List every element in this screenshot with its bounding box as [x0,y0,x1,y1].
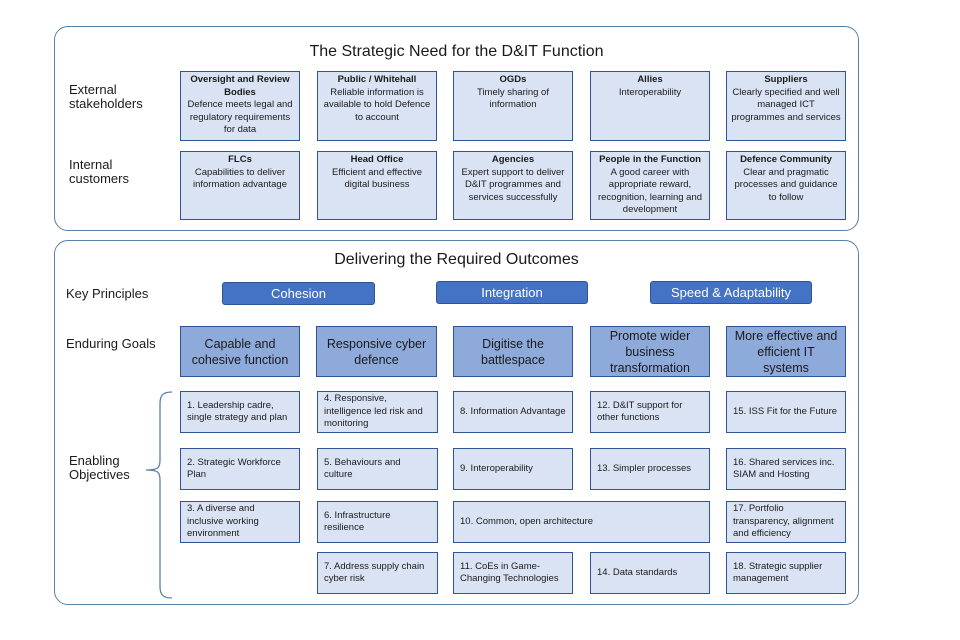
objective-1: 1. Leadership cadre, single strategy and… [180,391,300,433]
stakeholder-title: Allies [637,74,663,85]
customer-text: Clear and pragmatic processes and guidan… [734,166,838,203]
objective-18: 18. Strategic supplier management [726,552,846,594]
stakeholder-title: Oversight and Review Bodies [190,74,290,98]
customer-text: Capabilities to deliver information adva… [192,166,287,191]
objective-4: 4. Responsive, intelligence led risk and… [317,391,438,433]
customer-title: Defence Community [740,154,832,165]
customer-head-office: Head Office Efficient and effective digi… [317,151,437,220]
objective-15: 15. ISS Fit for the Future [726,391,846,433]
objective-16: 16. Shared services inc. SIAM and Hostin… [726,448,846,490]
objective-17: 17. Portfolio transparency, alignment an… [726,501,846,543]
customer-text: Expert support to deliver D&IT programme… [461,166,565,203]
objective-14: 14. Data standards [590,552,710,594]
principle-cohesion: Cohesion [222,282,375,305]
principle-speed-adaptability: Speed & Adaptability [650,281,812,304]
stakeholder-title: Suppliers [764,74,808,85]
goal-effective-it-systems: More effective and efficient IT systems [726,326,846,377]
stakeholder-text: Clearly specified and well managed ICT p… [731,86,841,123]
enduring-goals-label: Enduring Goals [66,336,156,351]
goal-responsive-cyber-defence: Responsive cyber defence [316,326,437,377]
goal-business-transformation: Promote wider business transformation [590,326,710,377]
customer-text: A good career with appropriate reward, r… [597,166,703,216]
required-outcomes-title: Delivering the Required Outcomes [334,251,579,268]
customer-flcs: FLCs Capabilities to deliver information… [180,151,300,220]
goal-digitise-battlespace: Digitise the battlespace [453,326,573,377]
stakeholder-oversight-bodies: Oversight and Review Bodies Defence meet… [180,71,300,141]
objective-6: 6. Infrastructure resilience [317,501,438,543]
objective-8: 8. Information Advantage [453,391,573,433]
key-principles-label: Key Principles [66,286,149,301]
principle-integration: Integration [436,281,588,304]
objective-12: 12. D&IT support for other functions [590,391,710,433]
objective-11: 11. CoEs in Game-Changing Technologies [453,552,573,594]
customer-text: Efficient and effective digital business [332,166,422,191]
stakeholder-text: Timely sharing of information [477,86,549,111]
objective-9: 9. Interoperability [453,448,573,490]
enabling-objectives-label: Enabling Objectives [69,453,130,482]
customer-defence-community: Defence Community Clear and pragmatic pr… [726,151,846,220]
customer-title: Agencies [491,154,535,165]
customer-people-in-function: People in the Function A good career wit… [590,151,710,220]
objective-10: 10. Common, open architecture [453,501,710,543]
objective-2: 2. Strategic Workforce Plan [180,448,300,490]
customer-title: People in the Function [599,154,701,165]
goal-capable-cohesive-function: Capable and cohesive function [180,326,300,377]
stakeholder-allies: Allies Interoperability [590,71,710,141]
internal-customers-label: Internal customers [69,157,129,186]
customer-title: FLCs [228,154,252,165]
stakeholder-text: Defence meets legal and regulatory requi… [187,99,293,135]
objective-3: 3. A diverse and inclusive working envir… [180,501,300,543]
external-stakeholders-label: External stakeholders [69,82,143,111]
objective-5: 5. Behaviours and culture [317,448,438,490]
stakeholder-suppliers: Suppliers Clearly specified and well man… [726,71,846,141]
customer-agencies: Agencies Expert support to deliver D&IT … [453,151,573,220]
stakeholder-text: Interoperability [618,86,682,98]
stakeholder-title: Public / Whitehall [337,74,417,85]
objective-7: 7. Address supply chain cyber risk [317,552,438,594]
stakeholder-title: OGDs [499,74,527,85]
customer-title: Head Office [350,154,404,165]
stakeholder-text: Reliable information is available to hol… [323,86,431,123]
objective-13: 13. Simpler processes [590,448,710,490]
objectives-brace [145,391,173,599]
stakeholder-public-whitehall: Public / Whitehall Reliable information … [317,71,437,141]
stakeholder-ogds: OGDs Timely sharing of information [453,71,573,141]
strategic-need-title: The Strategic Need for the D&IT Function [309,43,604,60]
